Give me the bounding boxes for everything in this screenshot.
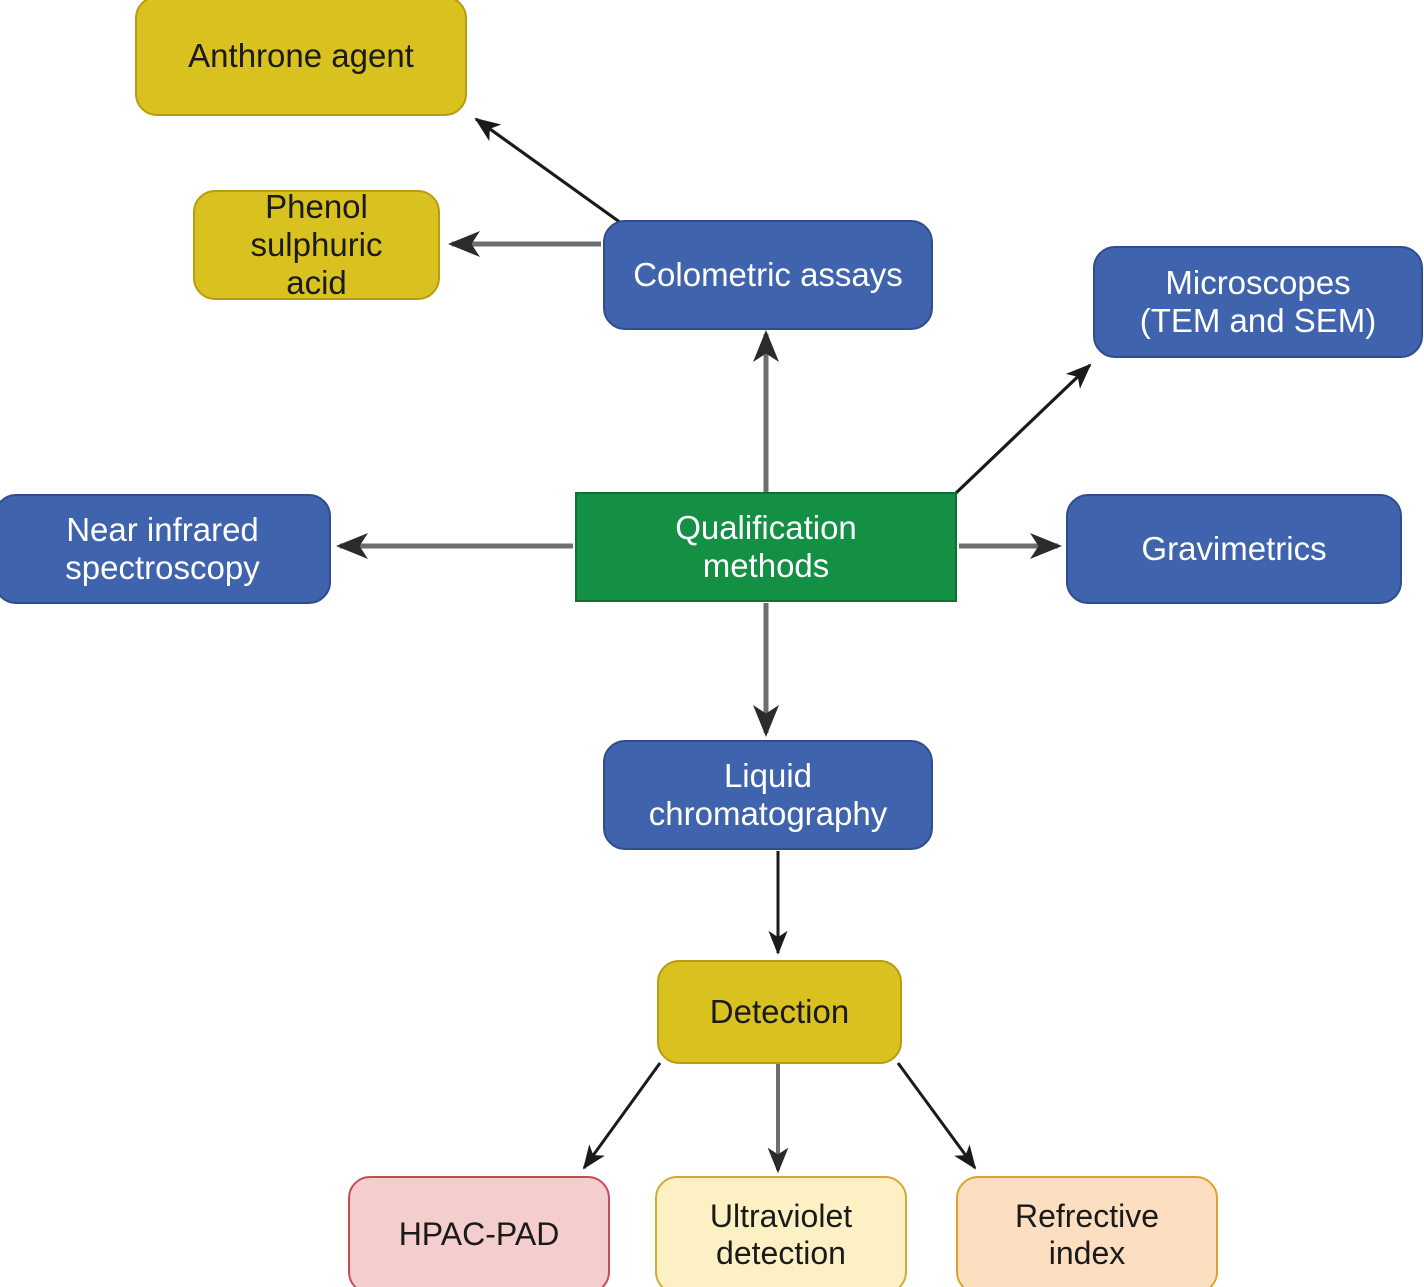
edge-colometric-to-anthrone bbox=[474, 117, 629, 230]
node-anthrone-agent[interactable]: Anthrone agent bbox=[135, 0, 467, 116]
node-refrective-index[interactable]: Refrective index bbox=[956, 1176, 1218, 1287]
node-detection[interactable]: Detection bbox=[657, 960, 902, 1064]
node-ultraviolet-detection[interactable]: Ultraviolet detection bbox=[655, 1176, 907, 1287]
node-hpac-pad[interactable]: HPAC-PAD bbox=[348, 1176, 610, 1287]
node-microscopes[interactable]: Microscopes (TEM and SEM) bbox=[1093, 246, 1423, 358]
node-qualification-methods[interactable]: Qualification methods bbox=[575, 492, 957, 602]
node-phenol-sulphuric-acid[interactable]: Phenol sulphuric acid bbox=[193, 188, 440, 301]
edge-detection-to-refrective bbox=[896, 1062, 977, 1170]
node-colometric-assays[interactable]: Colometric assays bbox=[603, 220, 933, 330]
node-gravimetrics[interactable]: Gravimetrics bbox=[1066, 494, 1402, 604]
node-near-infrared-spectroscopy[interactable]: Near infrared spectroscopy bbox=[0, 494, 331, 604]
edge-qualification-to-microscopes bbox=[954, 363, 1092, 495]
node-liquid-chromatography[interactable]: Liquid chromatography bbox=[603, 740, 933, 850]
edge-detection-to-hpacpad bbox=[582, 1062, 662, 1170]
